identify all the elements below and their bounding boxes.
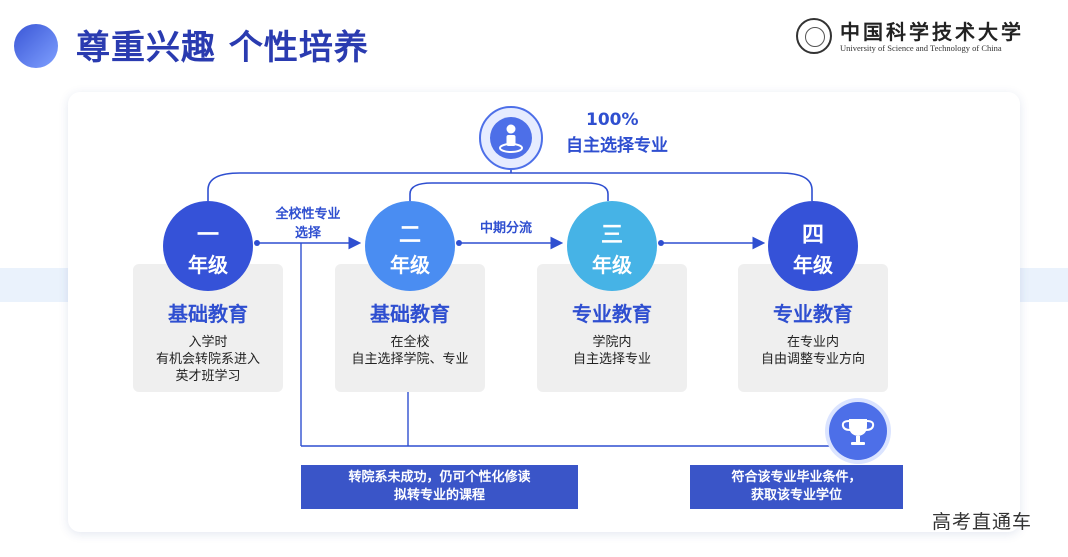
person-on-platform-icon [479,106,543,170]
logo-chinese-name: 中国科学技术大学 [840,20,1024,44]
transfer-fail-box: 转院系未成功，仍可个性化修读 拟转专业的课程 [301,465,578,509]
page-title: 尊重兴趣 个性培养 [76,28,369,68]
person-glyph [499,124,523,153]
self-select-label: 自主选择专业 [566,136,668,156]
grade-4-label: 年级 [793,253,833,277]
grade-1-circle: 一 年级 [163,201,253,291]
arc-inner [409,182,609,201]
logo-english-name: University of Science and Technology of … [840,43,1002,53]
watermark: 高考直通车 [932,511,1033,533]
grade-3-circle: 三 年级 [567,201,657,291]
arrow-1-2-dot [254,240,260,246]
grade-1-number: 一 [196,223,219,248]
arc-outer [207,172,813,201]
arrow-2-3-dot [456,240,462,246]
grade-2-box: 基础教育 在全校 自主选择学院、专业 [335,264,485,392]
grade-4-title: 专业教育 [773,302,853,326]
transfer-label: 全校性专业 选择 [275,207,341,241]
grade-3-desc: 学院内 自主选择专业 [572,335,651,367]
percent-label: 100% [586,110,639,130]
grade-2-number: 二 [398,223,421,248]
grade-2-desc: 在全校 自主选择学院、专业 [351,335,469,367]
arrow-3-4-dot [658,240,664,246]
grade-3-number: 三 [600,223,623,248]
grade-4-number: 四 [801,223,824,248]
trophy-icon [829,402,887,460]
university-logo: 中国科学技术大学 University of Science and Techn… [796,16,1026,60]
university-seal-icon [796,18,832,54]
grade-4-desc: 在专业内 自由调整专业方向 [760,335,865,367]
midterm-label: 中期分流 [479,221,532,236]
grade-4-circle: 四 年级 [768,201,858,291]
grade-2-circle: 二 年级 [365,201,455,291]
graduation-box: 符合该专业毕业条件， 获取该专业学位 [690,465,903,509]
grade-1-desc: 入学时 有机会转院系进入 英才班学习 [155,335,260,384]
grade-2-title: 基础教育 [370,302,450,326]
grade-3-title: 专业教育 [572,302,652,326]
decorative-circle [14,24,58,68]
trophy-glyph [841,419,875,445]
grade-1-label: 年级 [188,253,228,277]
grade-1-title: 基础教育 [168,302,248,326]
grade-3-label: 年级 [592,253,632,277]
grade-2-label: 年级 [390,253,430,277]
